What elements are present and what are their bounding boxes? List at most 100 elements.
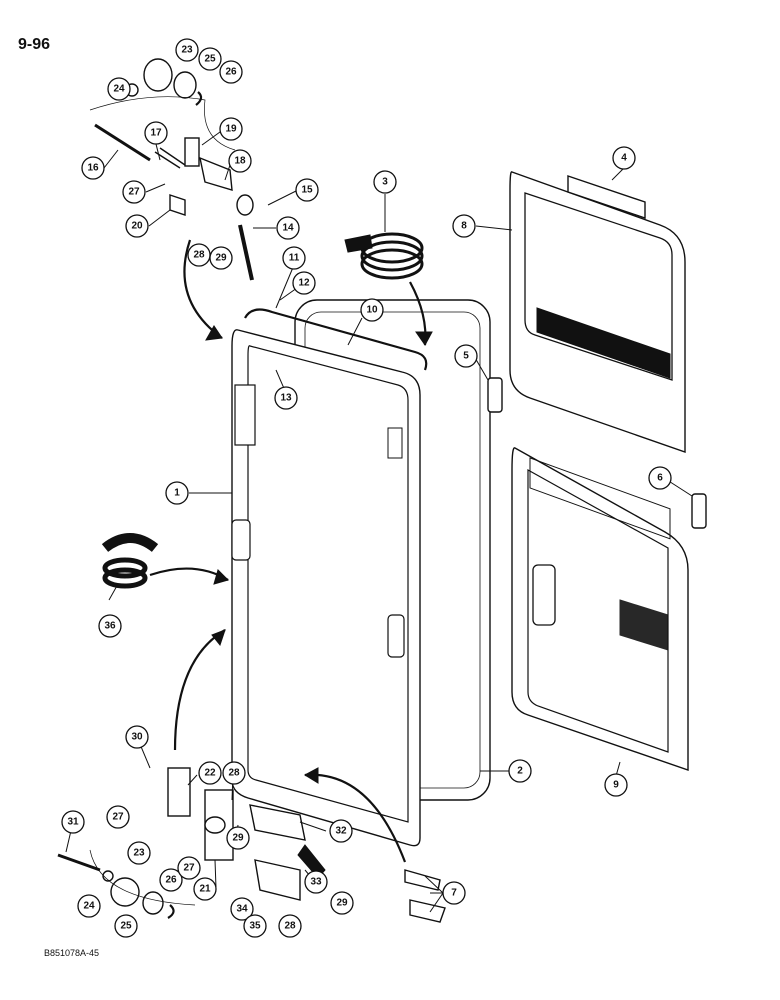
callout-25: 25 [114, 914, 138, 938]
callout-33: 33 [304, 870, 328, 894]
callout-28: 28 [222, 761, 246, 785]
assembly-arrows [149, 239, 433, 863]
callout-10: 10 [360, 298, 384, 322]
callout-number: 27 [128, 187, 140, 198]
callout-number: 24 [113, 84, 125, 95]
callout-25: 25 [198, 47, 222, 71]
callout-35: 35 [243, 914, 267, 938]
callout-number: 33 [310, 877, 322, 888]
callout-14: 14 [276, 216, 300, 240]
callout-27: 27 [106, 805, 130, 829]
callout-6: 6 [648, 466, 672, 490]
callout-number: 25 [204, 54, 216, 65]
callout-number: 9 [613, 780, 619, 791]
callout-23: 23 [175, 38, 199, 62]
callout-29: 29 [209, 246, 233, 270]
callout-28: 28 [187, 243, 211, 267]
callout-number: 32 [335, 826, 347, 837]
page-number: 9-96 [18, 36, 51, 53]
callout-number: 23 [181, 45, 193, 56]
callout-number: 22 [204, 768, 216, 779]
callout-number: 28 [228, 768, 240, 779]
upper-latch-assembly [89, 58, 254, 281]
callout-number: 29 [336, 898, 348, 909]
callout-number: 25 [120, 921, 132, 932]
callout-number: 21 [199, 884, 211, 895]
callout-number: 31 [67, 817, 79, 828]
callout-number: 4 [621, 153, 627, 164]
callout-number: 26 [165, 875, 177, 886]
callout-3: 3 [373, 170, 397, 194]
callout-27: 27 [177, 856, 201, 880]
callout-number: 34 [236, 904, 248, 915]
callout-number: 12 [298, 278, 310, 289]
callout-number: 1 [174, 488, 180, 499]
callout-number: 5 [463, 351, 469, 362]
lower-latch-assembly [57, 767, 446, 923]
callout-number: 35 [249, 921, 261, 932]
top-seal [244, 308, 428, 371]
callout-23: 23 [127, 841, 151, 865]
callout-11: 11 [282, 246, 306, 270]
callout-26: 26 [159, 868, 183, 892]
callout-18: 18 [228, 149, 252, 173]
figure-code: B851078A-45 [44, 948, 100, 958]
callout-30: 30 [125, 725, 149, 749]
callout-17: 17 [144, 121, 168, 145]
callout-number: 17 [150, 128, 162, 139]
callout-number: 26 [225, 67, 237, 78]
callout-34: 34 [230, 897, 254, 921]
clip-6 [691, 493, 707, 529]
callout-29: 29 [330, 891, 354, 915]
callout-number: 20 [131, 221, 143, 232]
lower-window [511, 447, 689, 771]
callout-36: 36 [98, 614, 122, 638]
callout-number: 27 [183, 863, 195, 874]
callout-number: 27 [112, 812, 124, 823]
callout-number: 14 [282, 223, 294, 234]
callout-number: 11 [289, 253, 300, 264]
callout-number: 28 [193, 250, 205, 261]
callout-number: 7 [451, 888, 457, 899]
callout-number: 19 [225, 124, 237, 135]
callout-number: 16 [87, 163, 99, 174]
callout-31: 31 [61, 810, 85, 834]
callout-number: 36 [104, 621, 116, 632]
callout-19: 19 [219, 117, 243, 141]
callout-24: 24 [77, 894, 101, 918]
callout-24: 24 [107, 77, 131, 101]
callout-8: 8 [452, 214, 476, 238]
callout-labels: 1234567891011121314151617181920212223242… [61, 38, 672, 938]
callout-number: 13 [280, 393, 292, 404]
callout-number: 23 [133, 848, 145, 859]
callout-1: 1 [165, 481, 189, 505]
callout-15: 15 [295, 178, 319, 202]
callout-number: 3 [382, 177, 388, 188]
callout-12: 12 [292, 271, 316, 295]
coiled-seal-36 [101, 533, 159, 589]
callout-number: 6 [657, 473, 663, 484]
clip-5 [487, 377, 503, 413]
callout-number: 2 [517, 766, 523, 777]
callout-5: 5 [454, 344, 478, 368]
callout-29: 29 [226, 826, 250, 850]
callout-32: 32 [329, 819, 353, 843]
callout-20: 20 [125, 214, 149, 238]
callout-27: 27 [122, 180, 146, 204]
callout-9: 9 [604, 773, 628, 797]
door-frame [231, 329, 421, 847]
callout-number: 10 [366, 305, 378, 316]
callout-number: 8 [461, 221, 467, 232]
callout-number: 15 [301, 185, 313, 196]
callout-number: 29 [232, 833, 244, 844]
callout-number: 18 [234, 156, 246, 167]
upper-window [509, 171, 686, 453]
callout-13: 13 [274, 386, 298, 410]
callout-number: 28 [284, 921, 296, 932]
callout-number: 29 [215, 253, 227, 264]
callout-number: 24 [83, 901, 95, 912]
callout-22: 22 [198, 761, 222, 785]
callout-21: 21 [193, 877, 217, 901]
callout-16: 16 [81, 156, 105, 180]
